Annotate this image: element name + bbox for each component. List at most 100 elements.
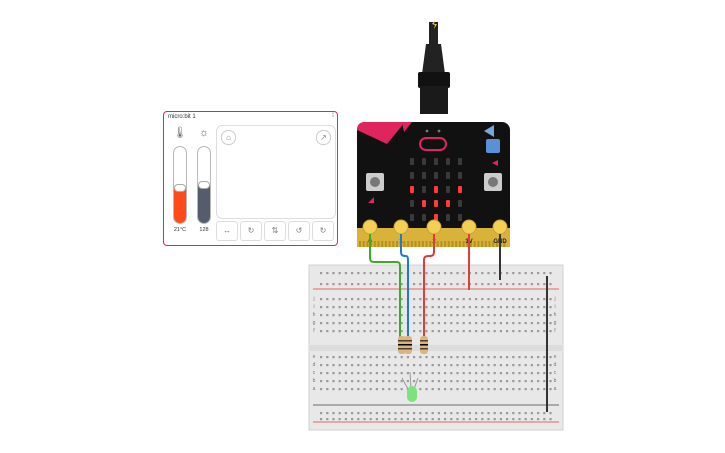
hole [462,364,465,367]
home-icon[interactable]: ⌂ [221,130,236,145]
gesture-button-2-icon[interactable]: ↻ [240,221,262,241]
hole [543,306,546,309]
pin-pad-0[interactable] [362,219,378,235]
hole [456,283,459,286]
temperature-slider-thumb[interactable] [174,183,186,192]
button-b[interactable] [484,173,502,191]
hole [406,380,409,383]
hole [499,388,502,391]
hole [481,330,484,333]
hole [388,330,391,333]
hole [363,418,366,421]
hole [444,283,447,286]
hole [512,322,515,325]
reset-button[interactable] [486,139,500,153]
hole [351,412,354,415]
hole [450,418,453,421]
tilt-icon[interactable]: ↗ [316,130,331,145]
hole [487,412,490,415]
hole [338,364,341,367]
hole [363,356,366,359]
hole [524,418,527,421]
wire-pin1-blue[interactable] [400,234,409,338]
hole [382,298,385,301]
hole [394,388,397,391]
light-slider[interactable] [197,146,211,224]
hole [493,418,496,421]
hole [512,380,515,383]
hole [543,364,546,367]
gesture-button-5-icon[interactable]: ↻ [312,221,334,241]
hole [512,272,515,275]
hole [382,272,385,275]
gesture-button-4-icon[interactable]: ↺ [288,221,310,241]
hole [369,298,372,301]
hole [475,322,478,325]
hole [549,306,552,309]
wire-pin2-red[interactable] [423,234,435,338]
hole [475,283,478,286]
hole [375,306,378,309]
hole [543,322,546,325]
led-body[interactable] [407,386,417,402]
hole [320,298,323,301]
hole [530,330,533,333]
light-slider-fill [198,185,210,223]
row-letter-i: i [313,304,314,310]
wire-pin0-green[interactable] [369,234,401,338]
button-a[interactable] [366,173,384,191]
connector-tooth [447,241,450,247]
pin-pad-3V[interactable] [461,219,477,235]
connector-tooth [473,241,476,247]
resistor-3[interactable] [420,336,428,354]
hole [481,306,484,309]
hole [375,364,378,367]
pin-pad-GND[interactable] [492,219,508,235]
resistor-2[interactable] [404,336,412,354]
hole [530,356,533,359]
temperature-slider[interactable] [173,146,187,224]
hole [419,283,422,286]
hole [394,314,397,317]
hole [369,314,372,317]
hole [400,330,403,333]
led-4-3 [446,214,450,221]
light-slider-thumb[interactable] [198,181,210,189]
hole [344,388,347,391]
hole [351,272,354,275]
hole [543,314,546,317]
hole [456,418,459,421]
hole [332,380,335,383]
led-1-4 [458,172,462,179]
hole [363,272,366,275]
hole [351,322,354,325]
hole [537,306,540,309]
hole [437,364,440,367]
gesture-button-3-icon[interactable]: ⇅ [264,221,286,241]
gesture-button-1-icon[interactable]: ↔ [216,221,238,241]
hole [450,412,453,415]
row-letter-h: h [313,312,316,318]
accelerometer-area[interactable]: ⌂ ↗ [216,125,336,219]
hole [326,272,329,275]
hole [444,380,447,383]
hole [338,356,341,359]
hole [543,372,546,375]
connector-tooth [492,241,495,247]
hole [524,283,527,286]
hole [518,372,521,375]
hole [475,380,478,383]
hole [382,380,385,383]
hole [326,330,329,333]
pin-pad-2[interactable] [426,219,442,235]
hole [530,314,533,317]
hole [487,372,490,375]
hole [549,364,552,367]
connector-tooth [470,241,472,247]
hole [537,298,540,301]
pin-pad-1[interactable] [393,219,409,235]
hole [475,330,478,333]
hole [382,364,385,367]
rgb-led[interactable] [401,371,419,402]
